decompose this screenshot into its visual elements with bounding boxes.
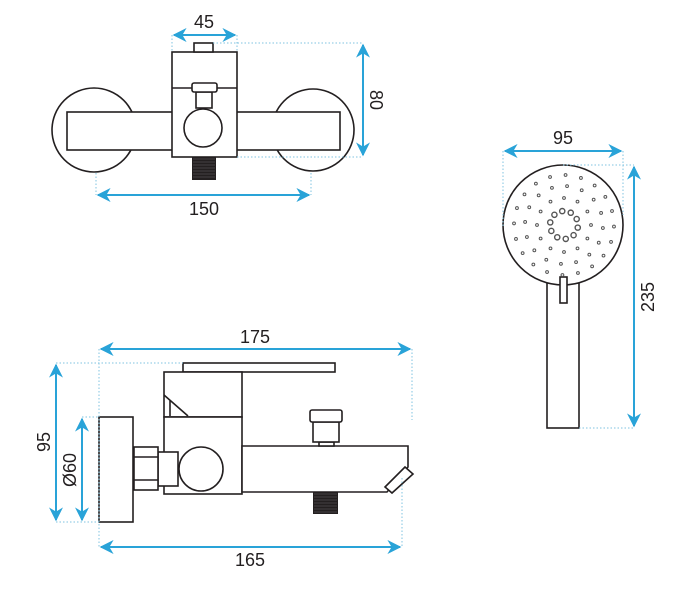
nozzle-hole	[574, 224, 582, 231]
diverter-cap	[309, 409, 343, 423]
nozzle-hole	[515, 206, 519, 210]
nozzle-hole	[520, 251, 525, 256]
nozzle-hole	[553, 233, 561, 241]
dimension-label: 95	[553, 128, 573, 148]
upper-body	[163, 371, 243, 418]
nozzle-hole	[575, 199, 580, 204]
lever-handle	[182, 362, 336, 373]
nozzle-hole	[573, 215, 580, 223]
nozzle-hole	[579, 176, 583, 180]
nozzle-hole	[535, 223, 539, 227]
nozzle-hole	[548, 246, 553, 251]
nozzle-hole	[589, 223, 593, 227]
nozzle-hole	[596, 240, 601, 245]
nozzle-hole	[585, 209, 590, 214]
nozzle-hole	[562, 235, 570, 243]
nozzle-hole	[563, 173, 568, 177]
nozzle-hole	[560, 273, 565, 277]
diverter-cap	[191, 82, 218, 93]
nozzle-hole	[532, 248, 537, 253]
nozzle-hole	[575, 246, 580, 251]
spout	[241, 445, 409, 493]
temperature-knob	[183, 108, 223, 148]
nozzle-hole	[551, 211, 558, 219]
nozzle-hole	[523, 220, 528, 224]
dimension-label: 80	[366, 90, 386, 110]
nozzle-hole	[546, 219, 554, 226]
faucet-side-view: 175 95 Ø60 165	[34, 327, 415, 570]
wall-flange	[98, 416, 134, 523]
nozzle-hole	[562, 196, 566, 200]
nozzle-hole	[548, 227, 555, 235]
nozzle-hole	[599, 211, 603, 215]
shower-face	[502, 164, 624, 286]
dimension-label: 235	[638, 282, 658, 312]
nozzle-hole	[610, 209, 614, 213]
nozzle-hole	[538, 236, 543, 241]
nozzle-hole	[601, 253, 606, 258]
nozzle-hole	[609, 240, 613, 244]
nozzle-hole	[600, 226, 605, 230]
nozzle-hole	[567, 209, 575, 217]
nozzle-hole	[570, 231, 577, 239]
hose-thread	[192, 157, 216, 180]
nozzle-hole	[562, 250, 566, 254]
hex-nut	[133, 446, 159, 491]
nozzle-hole	[531, 262, 536, 267]
nozzle-hole	[558, 207, 566, 215]
nozzle-hole	[590, 264, 595, 269]
nozzle-hole	[576, 271, 580, 275]
shower-button	[559, 276, 568, 304]
nozzle-hole	[548, 175, 552, 179]
nozzle-hole	[559, 261, 563, 266]
dimension-label: 165	[235, 550, 265, 570]
dimension-label: 150	[189, 199, 219, 219]
diverter-stem	[195, 91, 213, 109]
nozzle-hole	[612, 224, 616, 229]
nozzle-hole	[533, 181, 538, 186]
nozzle-hole	[525, 235, 529, 239]
spout-nozzle	[383, 465, 415, 495]
nozzle-hole	[585, 236, 590, 241]
nozzle-hole	[550, 186, 554, 190]
shower-handle	[546, 282, 580, 429]
nozzle-hole	[591, 197, 596, 202]
dimension-label: Ø60	[60, 453, 80, 487]
nozzle-hole	[587, 252, 592, 257]
dimension-label: 175	[240, 327, 270, 347]
dimension-label: 45	[194, 12, 214, 32]
nozzle-hole	[538, 209, 543, 214]
nozzle-hole	[527, 205, 532, 210]
nozzle-hole	[548, 199, 553, 204]
diverter-stem	[312, 421, 340, 443]
nozzle-hole	[574, 260, 578, 264]
shower-nozzles	[512, 173, 616, 277]
faucet-top-view: 45 80 150	[51, 12, 386, 219]
nozzle-hole	[592, 183, 597, 188]
nozzle-hole	[579, 188, 584, 193]
lever-cap	[193, 42, 214, 53]
nozzle-hole	[545, 270, 549, 274]
connector	[157, 451, 179, 487]
nozzle-hole	[565, 184, 569, 189]
nozzle-hole	[603, 194, 608, 199]
nozzle-hole	[514, 237, 518, 241]
hose-thread	[313, 492, 338, 514]
shower-head: 95 235	[502, 128, 658, 429]
nozzle-hole	[512, 221, 516, 226]
nozzle-hole	[536, 193, 541, 198]
nozzle-hole	[522, 192, 527, 197]
nozzle-hole	[544, 257, 549, 262]
temperature-knob	[178, 446, 224, 492]
dimension-label: 95	[34, 432, 54, 452]
